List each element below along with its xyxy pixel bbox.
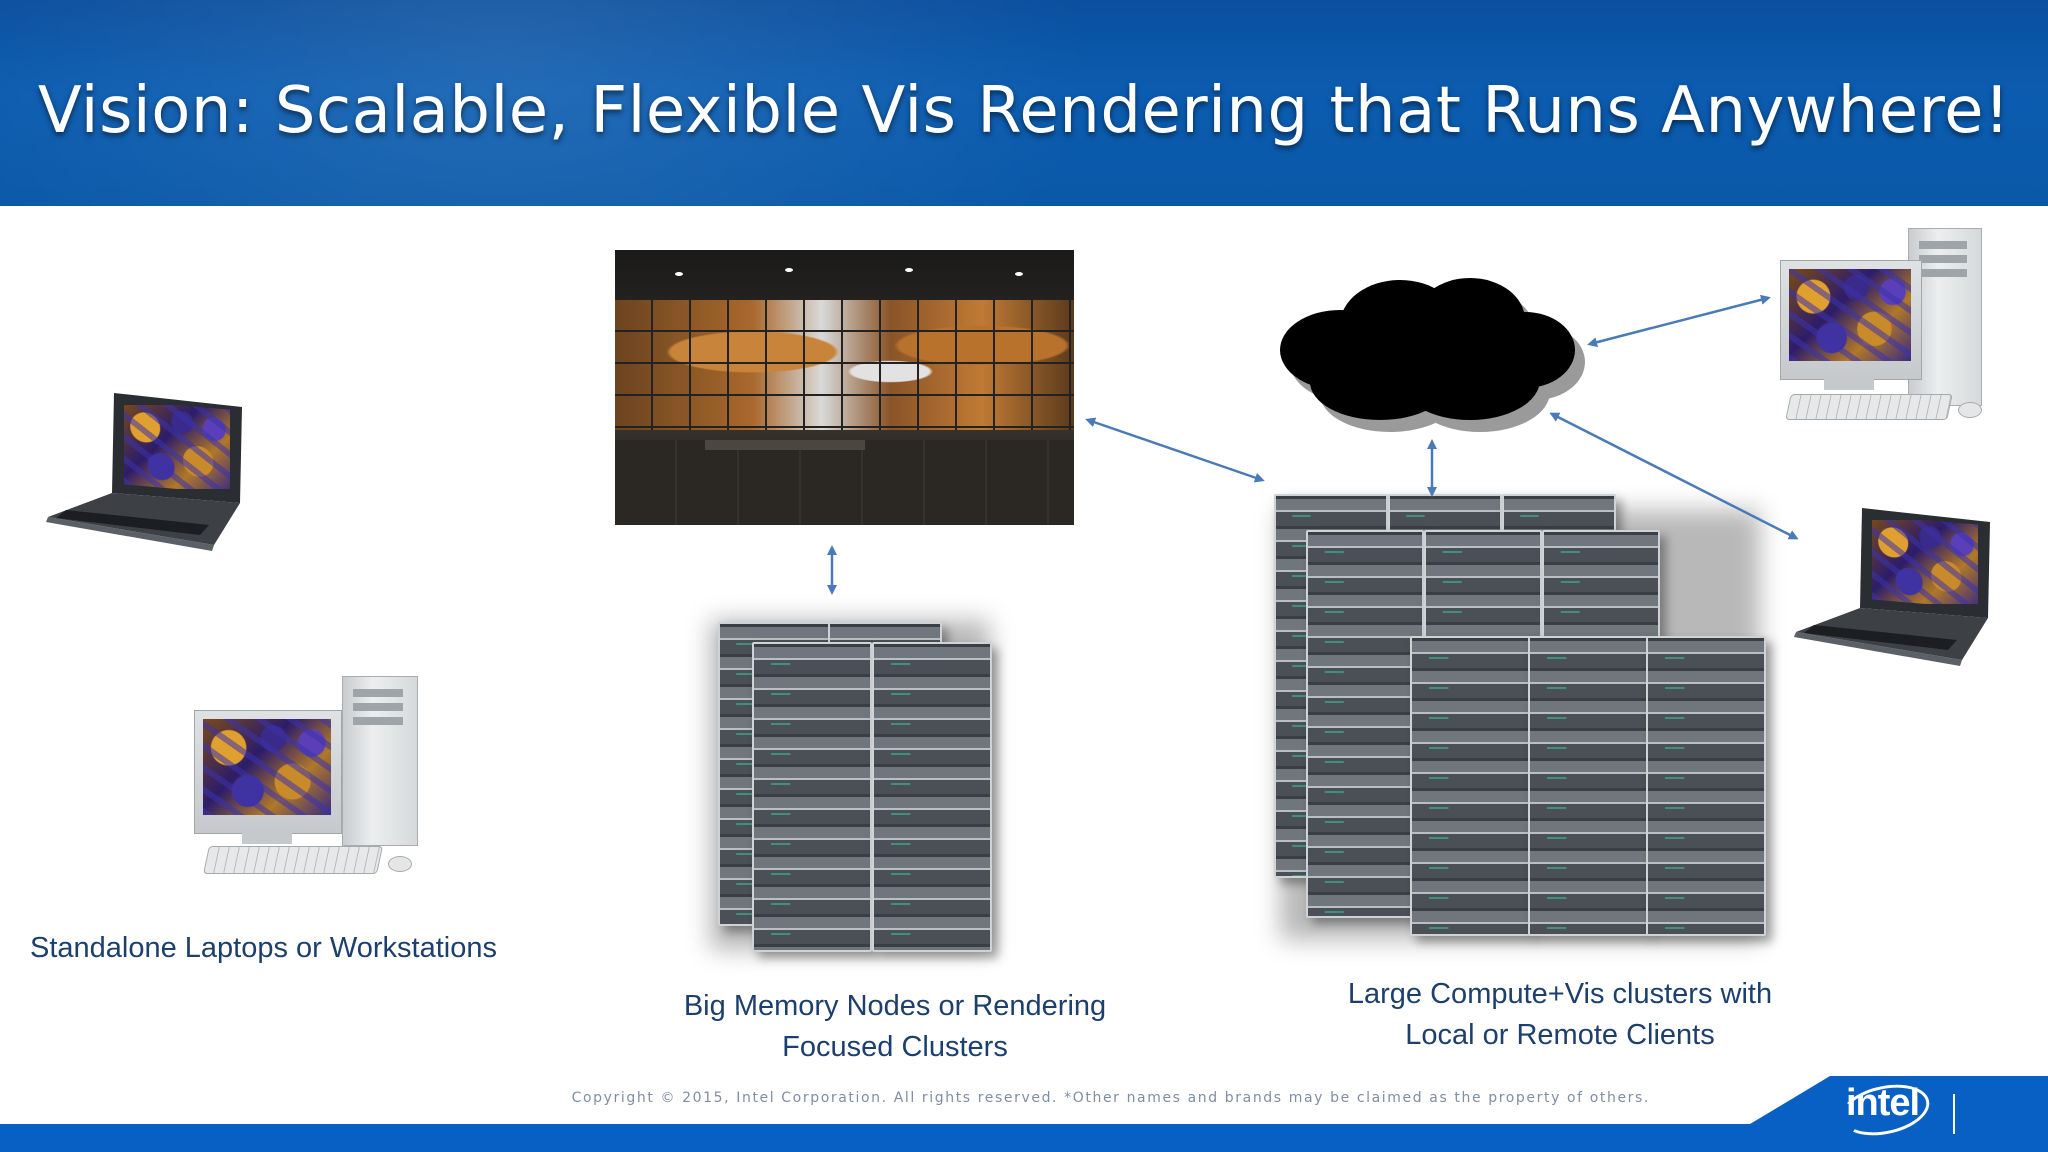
server-rack-icon (1410, 636, 1530, 936)
arrow-wall-to-large-cluster (1085, 417, 1265, 483)
caption-standalone: Standalone Laptops or Workstations (30, 932, 497, 964)
display-wall-photo (615, 250, 1074, 525)
monitor (1780, 260, 1922, 380)
desktop-computer-icon (192, 670, 428, 888)
footer-wedge (1750, 1076, 2048, 1124)
footer-bar (0, 1124, 2048, 1152)
compute-vis-cluster (1270, 490, 1770, 950)
copyright-notice: Copyright © 2015, Intel Corporation. All… (571, 1090, 1650, 1106)
laptop-icon (1790, 500, 2002, 670)
mouse (1958, 402, 1982, 418)
server-rack-icon (1646, 636, 1766, 936)
cloud-icon (1280, 278, 1585, 432)
laptop-icon (44, 385, 254, 555)
slide-header: Vision: Scalable, Flexible Vis Rendering… (0, 0, 2048, 206)
caption-big-memory: Big Memory Nodes or Rendering Focused Cl… (683, 990, 1107, 1063)
intel-logo: intel (1846, 1082, 1920, 1124)
monitor (194, 710, 342, 834)
logo-divider (1953, 1094, 1955, 1134)
tower-case (342, 676, 418, 846)
server-rack-icon (1528, 636, 1648, 936)
arrow-cloud-to-workstation (1587, 294, 1771, 348)
server-rack-icon (752, 642, 872, 952)
slide-title: Vision: Scalable, Flexible Vis Rendering… (37, 74, 2011, 148)
caption-large-cluster: Large Compute+Vis clusters with Local or… (1347, 978, 1773, 1051)
rendering-cluster (700, 600, 1000, 960)
tiled-display-wall (615, 300, 1074, 430)
server-rack-icon (872, 642, 992, 952)
mouse (388, 856, 412, 872)
arrow-cloud-to-laptop (1549, 412, 1799, 540)
desktop-computer-icon (1758, 222, 2008, 432)
